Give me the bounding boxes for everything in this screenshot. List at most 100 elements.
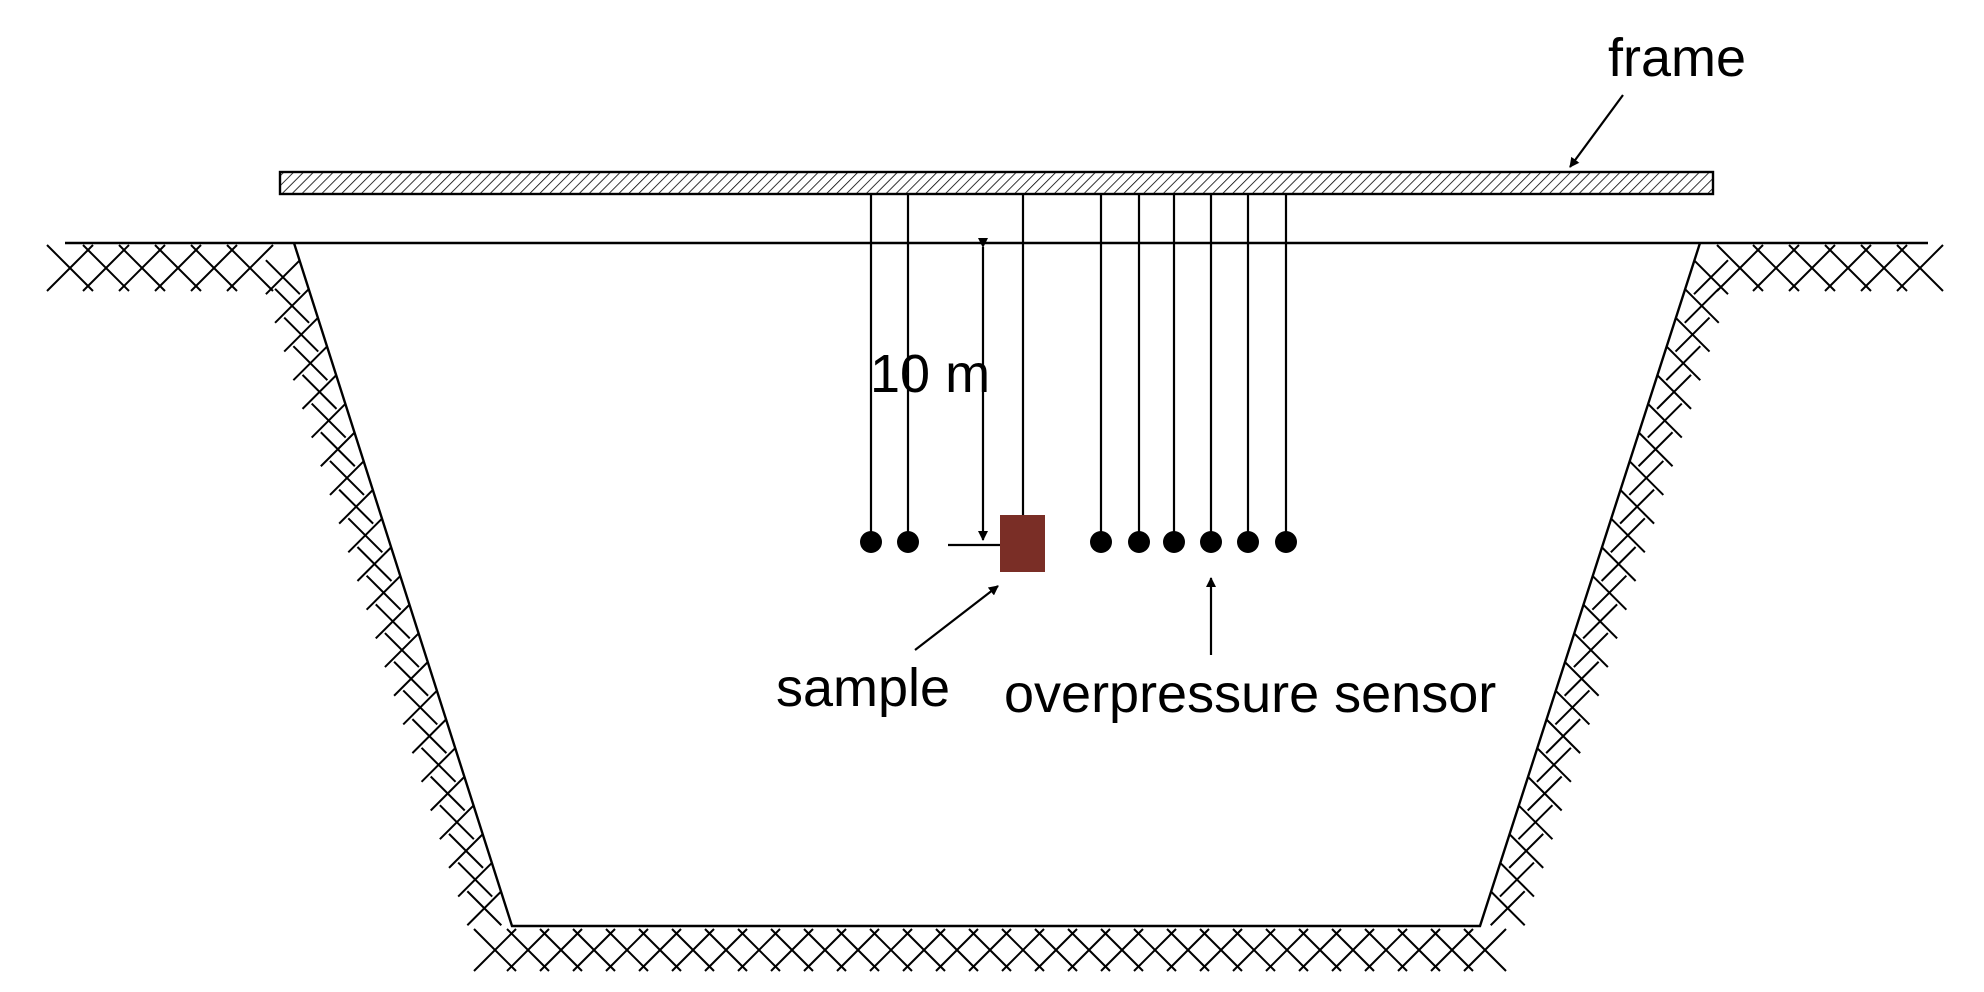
hatch-stroke xyxy=(1508,833,1544,869)
hatch-stroke xyxy=(1656,374,1692,410)
hatch-stroke xyxy=(1693,259,1729,295)
hatch-stroke xyxy=(869,928,913,972)
hatch-stroke xyxy=(1628,460,1665,496)
hatch-stroke xyxy=(118,244,166,292)
hatch-stroke xyxy=(1331,928,1375,972)
hatch-stroke xyxy=(737,928,781,972)
hatch-stroke xyxy=(226,244,274,292)
frame-label: frame xyxy=(1608,28,1746,88)
hatch-stroke xyxy=(1067,928,1111,972)
hatch-stroke xyxy=(1001,928,1045,972)
hatch-stroke xyxy=(473,928,517,972)
hatch-stroke xyxy=(1788,244,1836,292)
overpressure-sensor xyxy=(1275,531,1297,553)
hatch-stroke xyxy=(1199,928,1243,972)
hatch-stroke xyxy=(46,244,94,292)
hatch-stroke xyxy=(968,928,1012,972)
suspension-wires xyxy=(869,194,1288,541)
hatch-stroke xyxy=(265,259,301,295)
overpressure-sensor xyxy=(1128,531,1150,553)
hatch-stroke xyxy=(1582,603,1618,640)
hatch-stroke xyxy=(393,661,429,697)
overpressure-sensor xyxy=(1090,531,1112,553)
hatch-stroke xyxy=(1100,928,1144,972)
overpressure-sensor xyxy=(897,531,919,553)
overpressure-sensor xyxy=(1200,531,1222,553)
hatch-stroke xyxy=(770,928,814,972)
frame-leader-arrow xyxy=(1569,94,1624,168)
hatch-stroke xyxy=(375,603,411,640)
hatch-stroke xyxy=(1665,345,1701,381)
hatch-stroke xyxy=(1573,632,1609,668)
hatch-stroke xyxy=(638,928,682,972)
hatch-stroke xyxy=(274,288,310,324)
hatch-stroke xyxy=(82,244,130,292)
hatch-stroke xyxy=(1824,244,1872,292)
hatch-stroke xyxy=(1716,244,1764,292)
leader-arrows xyxy=(914,94,1624,655)
hatch-stroke xyxy=(1298,928,1342,972)
hatch-stroke xyxy=(430,775,466,812)
hatch-stroke xyxy=(1463,928,1507,972)
hatch-stroke xyxy=(1536,747,1572,783)
hatch-stroke xyxy=(803,928,847,972)
overpressure-sensor xyxy=(1237,531,1259,553)
hatch-stroke xyxy=(1860,244,1908,292)
hatch-stroke xyxy=(1610,517,1646,554)
soil-hatch-right-slope xyxy=(1490,259,1729,926)
hatch-stroke xyxy=(1034,928,1078,972)
hatch-stroke xyxy=(704,928,748,972)
hatch-stroke xyxy=(1554,689,1591,726)
hatch-stroke xyxy=(457,861,493,898)
hatch-stroke xyxy=(329,460,365,496)
hatch-stroke xyxy=(671,928,715,972)
hatch-stroke xyxy=(448,833,484,869)
hatch-stroke xyxy=(320,431,356,467)
hatch-stroke xyxy=(506,928,550,972)
soil-hatch-right-surface xyxy=(1716,244,1944,292)
overpressure-sensor xyxy=(860,531,882,553)
hatch-stroke xyxy=(1752,244,1800,292)
hatch-stroke xyxy=(1499,861,1535,898)
hatch-stroke xyxy=(1517,804,1554,840)
hatch-stroke xyxy=(1430,928,1474,972)
hatch-stroke xyxy=(466,890,503,926)
hatch-stroke xyxy=(1265,928,1309,972)
hatch-stroke xyxy=(1647,402,1683,439)
hatch-stroke xyxy=(1490,890,1526,926)
overpressure-sensors xyxy=(860,531,1297,553)
hatch-stroke xyxy=(439,804,475,840)
hatch-stroke xyxy=(1896,244,1944,292)
hatch-stroke xyxy=(1563,661,1600,697)
overpressure-sensor-label: overpressure sensor xyxy=(1004,664,1496,724)
hatch-stroke xyxy=(1619,488,1655,525)
soil-hatch-left-slope xyxy=(265,259,503,926)
hatch-stroke xyxy=(1166,928,1210,972)
hatch-stroke xyxy=(347,517,384,554)
hatch-stroke xyxy=(402,689,438,726)
overpressure-sensor xyxy=(1163,531,1185,553)
depth-dimension xyxy=(948,238,1000,547)
hatch-stroke xyxy=(384,632,420,668)
hatch-stroke xyxy=(338,488,374,525)
hatch-stroke xyxy=(935,928,979,972)
hatch-stroke xyxy=(1526,775,1563,812)
pit-outline xyxy=(292,242,1702,928)
hatch-stroke xyxy=(902,928,946,972)
hatch-stroke xyxy=(605,928,649,972)
hatch-stroke xyxy=(420,747,457,783)
hatch-stroke xyxy=(1674,316,1711,353)
hatch-stroke xyxy=(1397,928,1441,972)
hatch-stroke xyxy=(292,345,329,381)
hatch-stroke xyxy=(310,402,347,439)
hatch-stroke xyxy=(365,574,402,611)
hatch-stroke xyxy=(1133,928,1177,972)
hatch-stroke xyxy=(1591,574,1628,611)
hatch-stroke xyxy=(356,546,393,582)
soil-hatch-pit-bottom xyxy=(473,928,1507,972)
hatch-stroke xyxy=(539,928,583,972)
frame-beam xyxy=(278,170,1715,196)
hatch-stroke xyxy=(836,928,880,972)
hatch-stroke xyxy=(301,374,338,410)
